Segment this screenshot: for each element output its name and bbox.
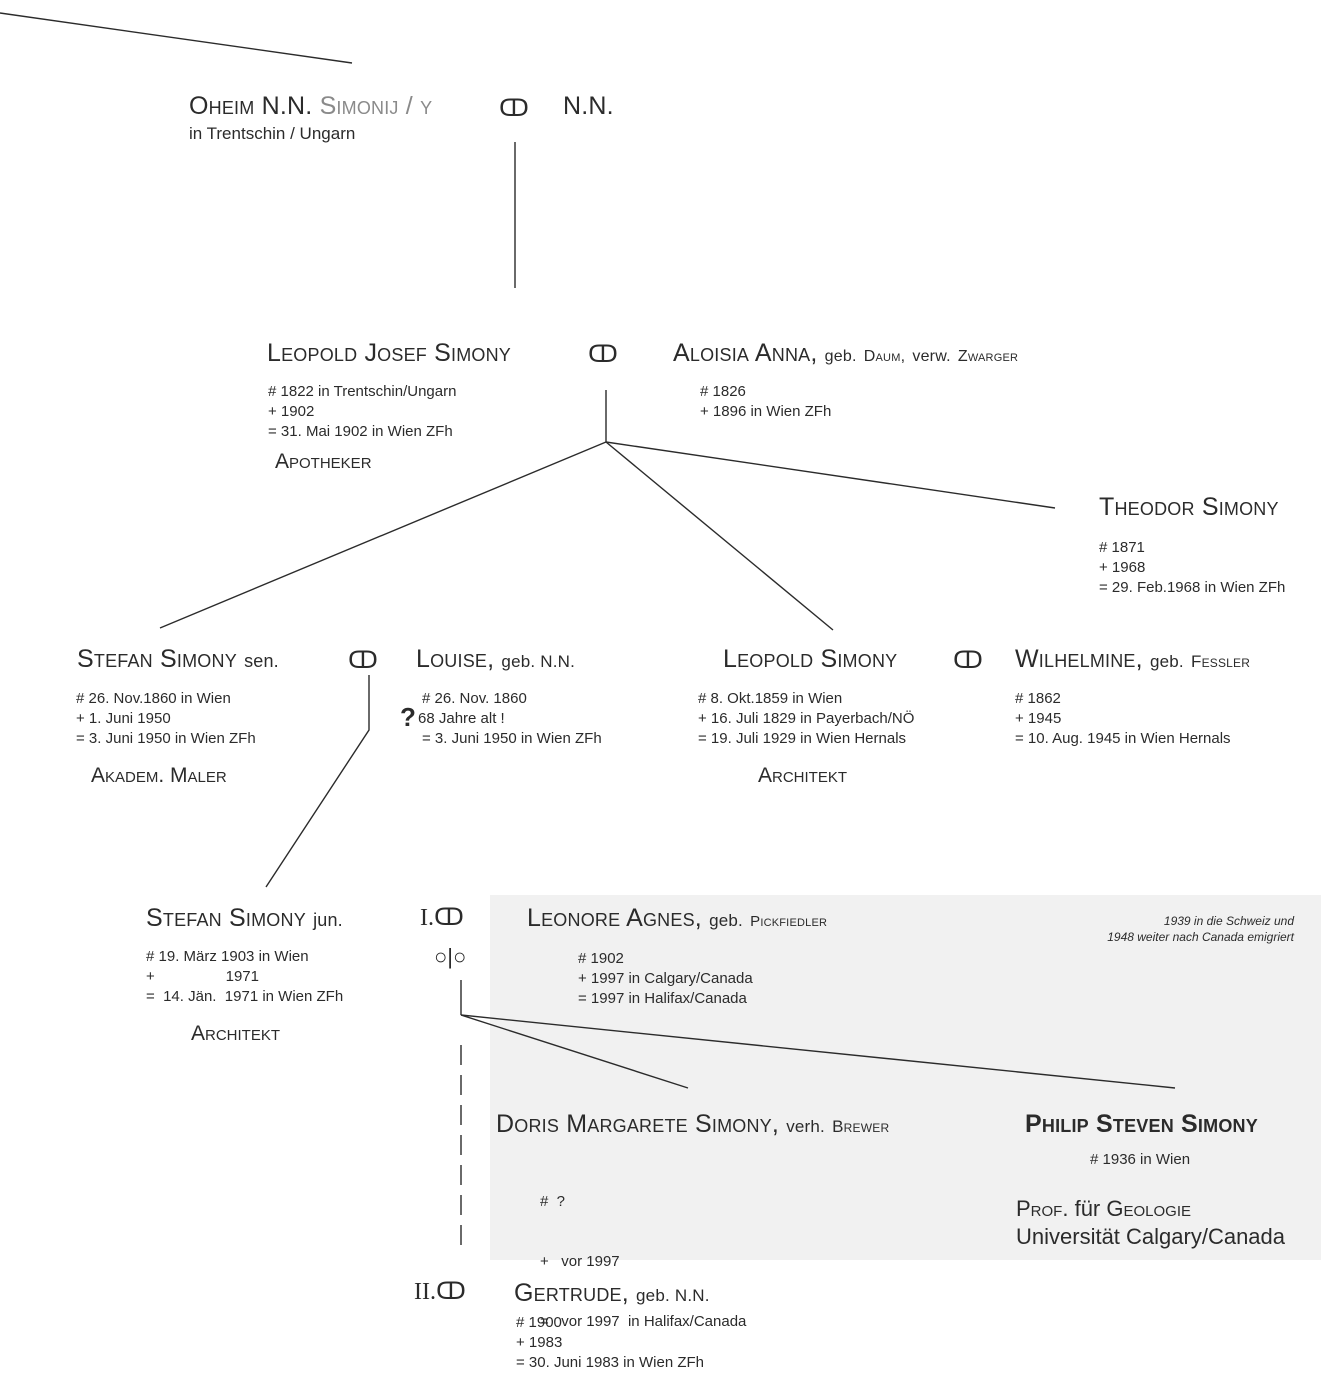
philip-role: Prof. für Geologie Universität Calgary/C… <box>1016 1196 1286 1249</box>
person-nn-spouse: N.N. <box>563 92 614 120</box>
person-oheim-name: Oheim N.N. Simonij / y <box>189 92 433 120</box>
person-stefan-jun-name: Stefan Simony jun. <box>146 904 343 932</box>
line-stefan-sen-descent <box>265 675 370 888</box>
line-to-theodor <box>605 441 1056 509</box>
stefan-jun-details: # 19. März 1903 in Wien + 1971 = 14. Jän… <box>146 948 344 1005</box>
person-leopold-josef-name: Leopold Josef Simony <box>267 339 512 367</box>
leopold-details: # 8. Okt.1859 in Wien + 16. Juli 1829 in… <box>698 690 915 747</box>
person-leonore-name: Leonore Agnes, geb. Pickfiedler <box>527 904 828 932</box>
marriage-icon: ↀ <box>348 647 378 674</box>
person-wilhelmine-name: Wilhelmine, geb. Fessler <box>1015 645 1251 673</box>
marriage-icon: ↀ <box>588 341 618 368</box>
leopold-josef-details: # 1822 in Trentschin/Ungarn + 1902 = 31.… <box>268 383 457 440</box>
line-to-leopold <box>605 441 834 631</box>
louise-details: # 26. Nov. 1860 68 Jahre alt ! = 3. Juni… <box>418 690 602 747</box>
leopold-role: Architekt <box>758 764 848 787</box>
person-doris-name: Doris Margarete Simony, verh. Brewer <box>496 1110 890 1138</box>
leonore-details: # 1902 + 1997 in Calgary/Canada = 1997 i… <box>578 950 753 1007</box>
person-louise-name: Louise, geb. N.N. <box>416 645 576 673</box>
line-to-doris <box>460 1014 689 1089</box>
person-stefan-sen-name: Stefan Simony sen. <box>77 645 279 673</box>
line-ancestor-offpage <box>0 12 353 64</box>
leopold-josef-role: Apotheker <box>275 450 372 473</box>
divorce-icon: ○|○ <box>434 944 467 969</box>
stefan-jun-role: Architekt <box>191 1022 281 1045</box>
wilhelmine-details: # 1862 + 1945 = 10. Aug. 1945 in Wien He… <box>1015 690 1231 747</box>
person-aloisia-name: Aloisia Anna, geb. Daum, verw. Zwarger <box>673 339 1019 367</box>
line-to-stefan-sen <box>159 441 607 629</box>
marriage-icon: ↀ <box>953 647 983 674</box>
person-leopold-name: Leopold Simony <box>723 645 898 673</box>
stefan-sen-details: # 26. Nov.1860 in Wien + 1. Juni 1950 = … <box>76 690 256 747</box>
line-to-philip <box>460 1014 1176 1089</box>
stefan-sen-role: Akadem. Maler <box>91 764 227 787</box>
person-gertrude-name: Gertrude, geb. N.N. <box>514 1279 710 1307</box>
person-philip-name: Philip Steven Simony <box>1025 1110 1258 1138</box>
marriage-icon: ↀ <box>499 95 529 122</box>
emigration-note: 1939 in die Schweiz und 1948 weiter nach… <box>1107 914 1294 944</box>
gertrude-details: # 1900 + 1983 = 30. Juni 1983 in Wien ZF… <box>516 1314 705 1371</box>
person-theodor-name: Theodor Simony <box>1099 493 1279 521</box>
question-mark-icon: ? <box>400 702 416 732</box>
doris-details: # ? + vor 1997 = vor 1997 in Halifax/Can… <box>540 1193 747 1330</box>
aloisia-details: # 1826 + 1896 in Wien ZFh <box>700 383 832 420</box>
first-marriage-marker: I.ↀ <box>420 904 464 931</box>
philip-details: # 1936 in Wien <box>1090 1151 1191 1168</box>
emigration-highlight-area <box>490 895 1321 1260</box>
oheim-place: in Trentschin / Ungarn <box>189 124 356 143</box>
theodor-details: # 1871 + 1968 = 29. Feb.1968 in Wien ZFh <box>1099 539 1286 596</box>
second-marriage-marker: II.ↀ <box>414 1278 466 1305</box>
